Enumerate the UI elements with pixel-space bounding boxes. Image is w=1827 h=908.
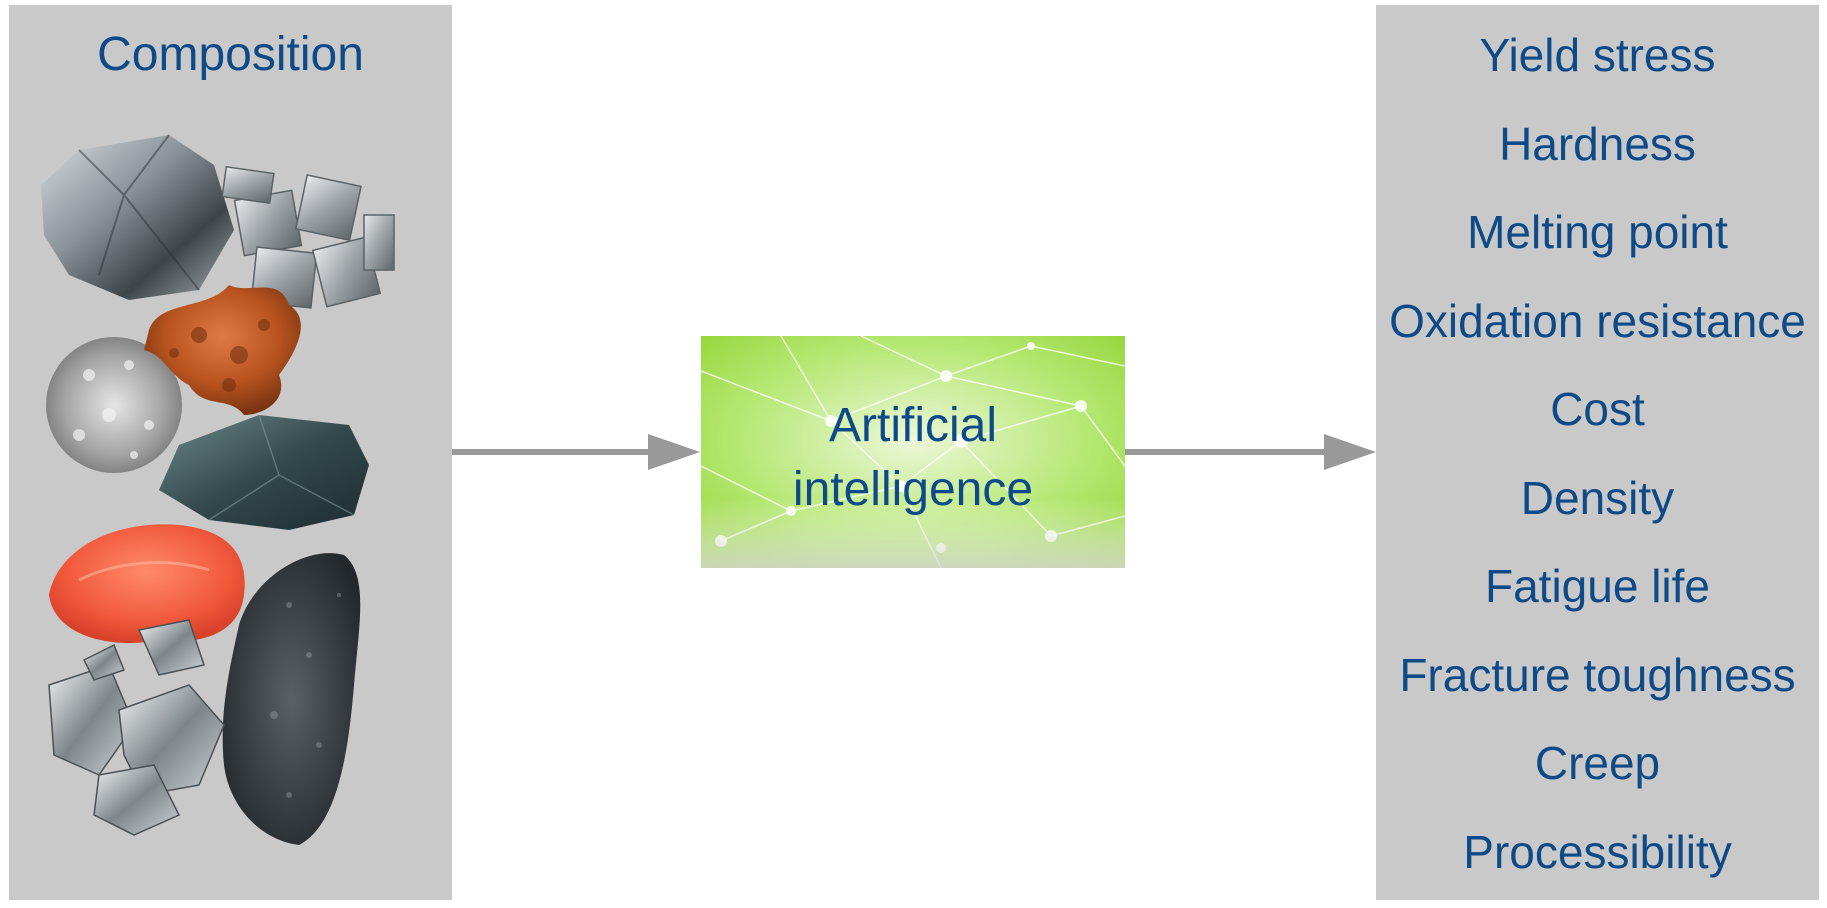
property-list: Yield stress Hardness Melting point Oxid… <box>1376 23 1819 908</box>
property-item: Creep <box>1376 731 1819 820</box>
property-item: Oxidation resistance <box>1376 289 1819 378</box>
property-item: Melting point <box>1376 200 1819 289</box>
ai-to-output-arrow <box>1125 434 1376 470</box>
property-item: Density <box>1376 466 1819 555</box>
properties-panel: Yield stress Hardness Melting point Oxid… <box>1376 5 1819 900</box>
ai-label: Artificial intelligence <box>701 394 1125 522</box>
input-to-ai-arrow <box>452 434 700 470</box>
property-item: Processibility <box>1376 820 1819 908</box>
property-item: Cost <box>1376 377 1819 466</box>
property-item: Yield stress <box>1376 23 1819 112</box>
property-item: Fatigue life <box>1376 554 1819 643</box>
property-item: Hardness <box>1376 112 1819 201</box>
property-item: Fracture toughness <box>1376 643 1819 732</box>
